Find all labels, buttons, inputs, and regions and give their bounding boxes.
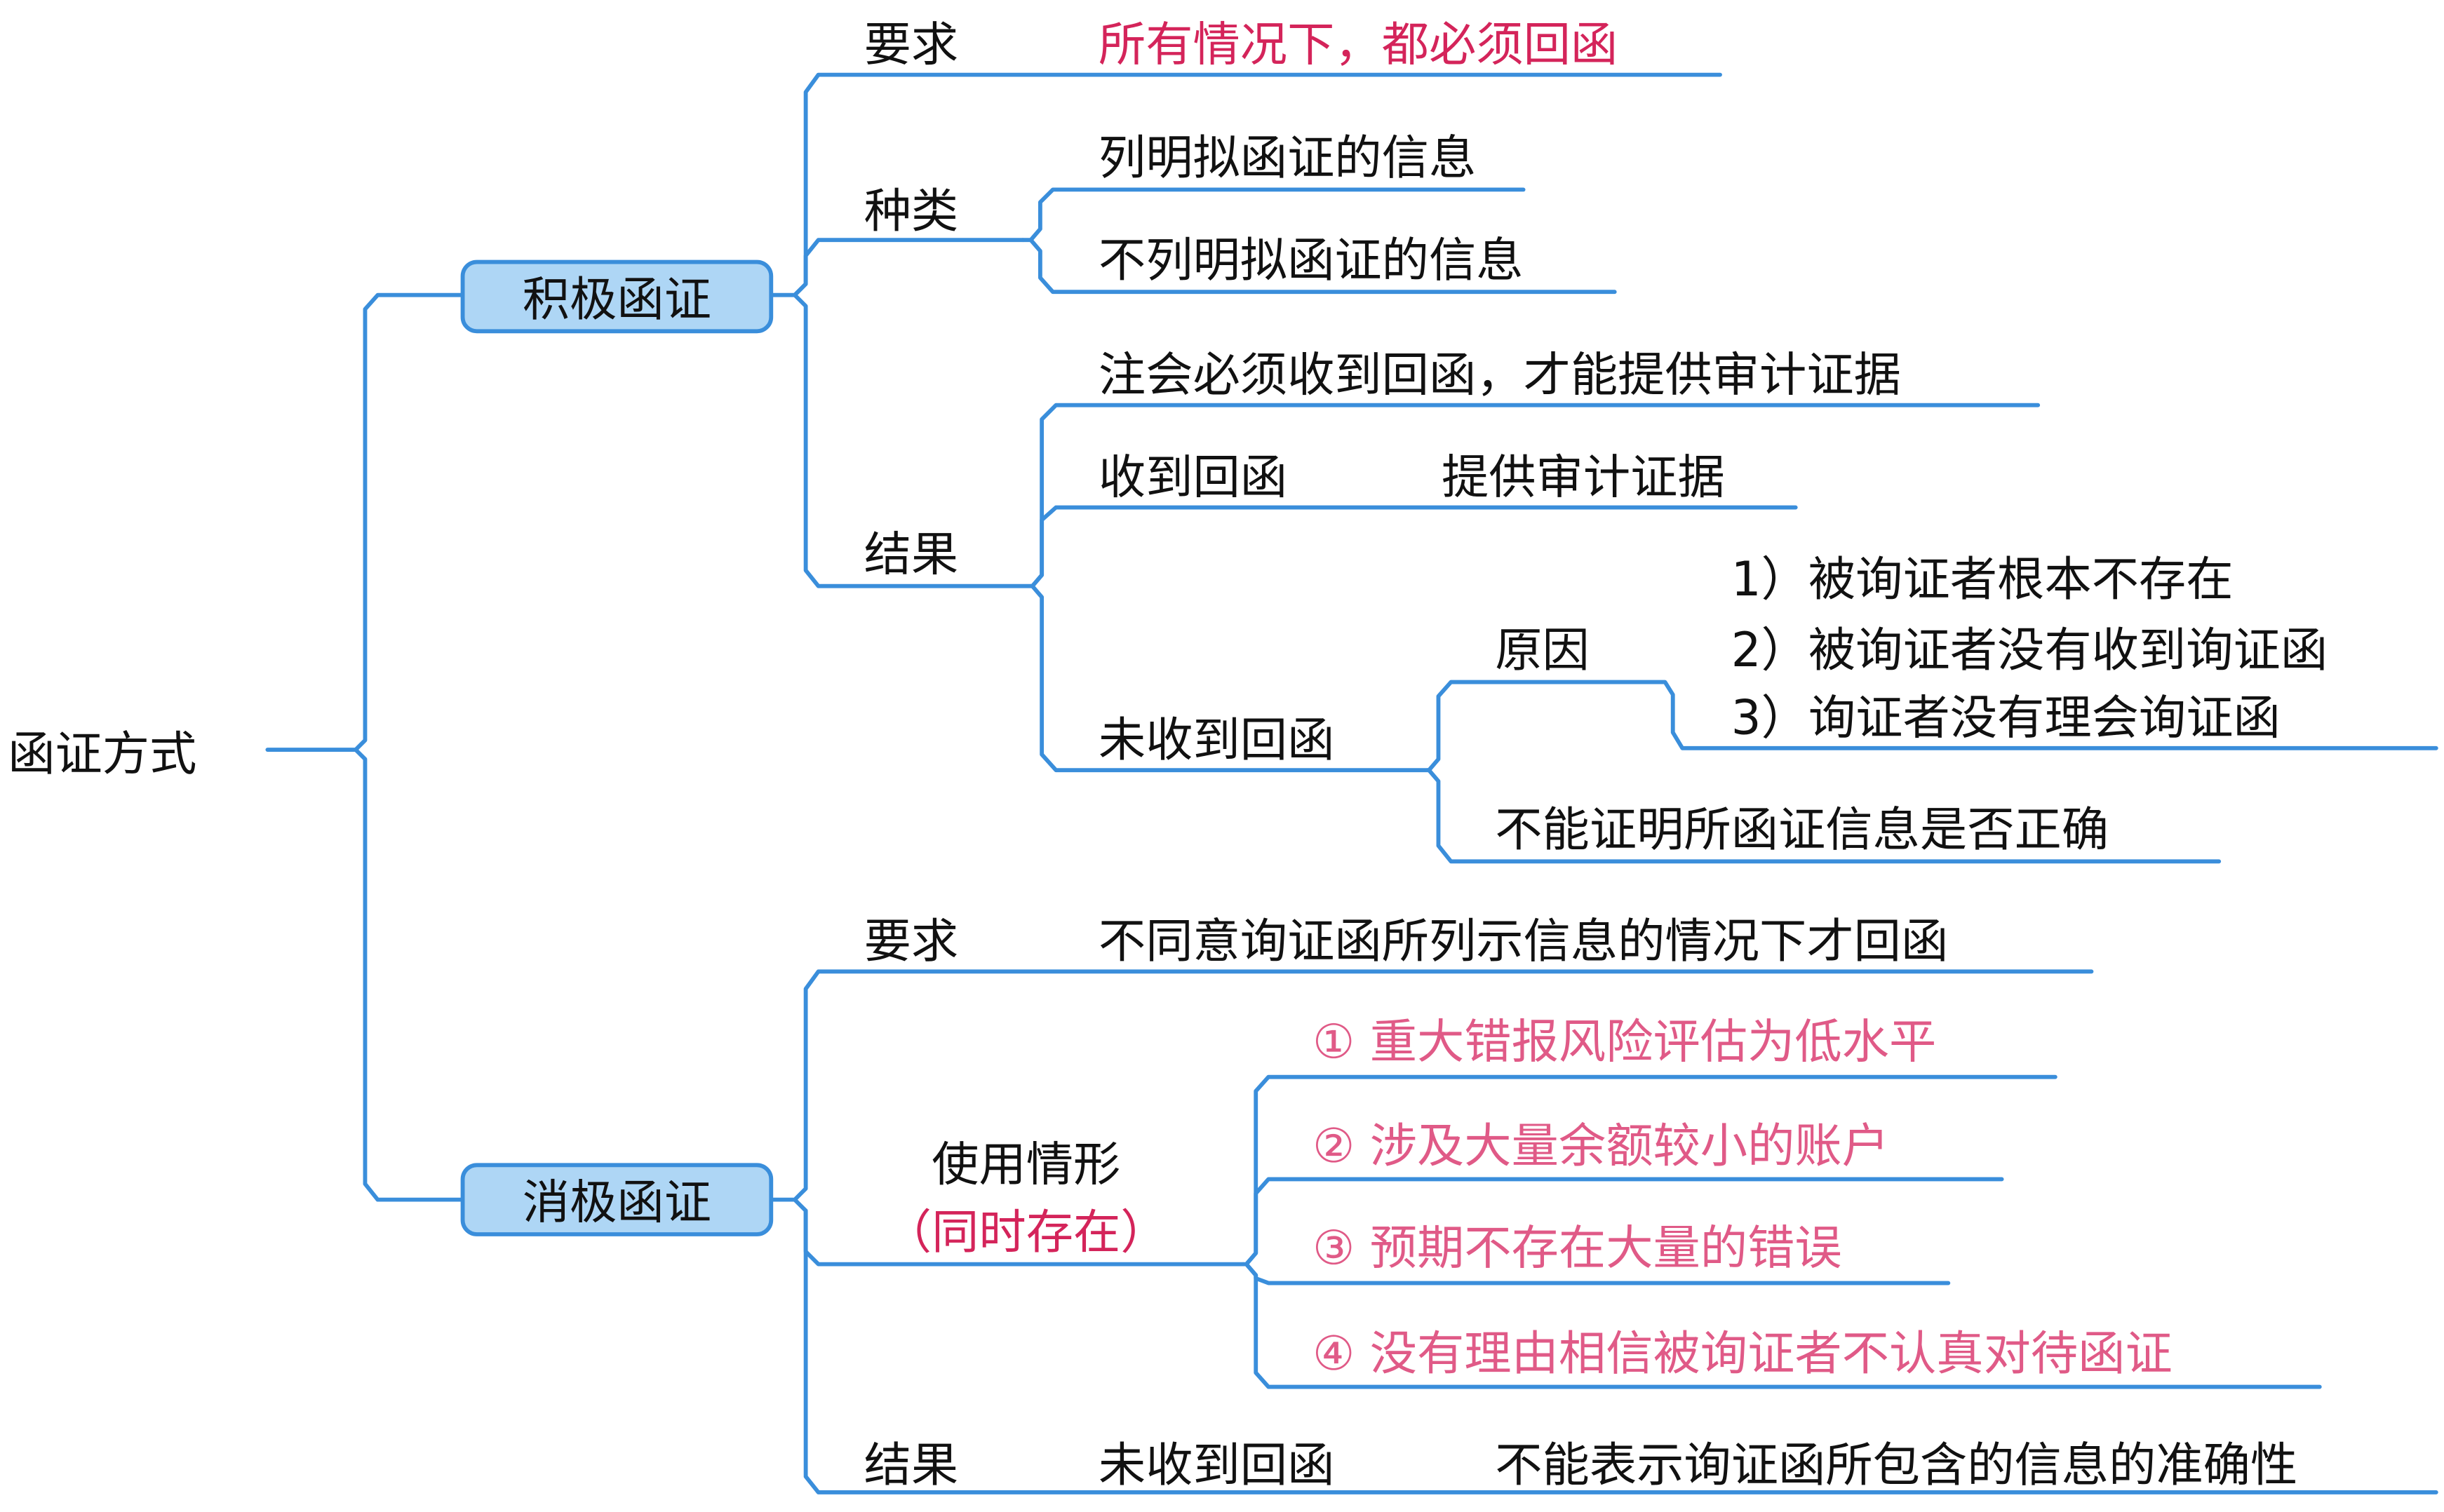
positive-result-note: 注会必须收到回函，才能提供审计证据 [1099,348,1901,403]
root-topic: 函证方式 [8,727,196,781]
negative-requirement-value: 不同意询证函所列示信息的情况下才回函 [1099,914,1948,968]
negative-result-connector [803,1208,2438,1494]
usage-connector-2 [1244,1177,2004,1267]
reason-1: 1）被询证者根本不存在 [1731,552,2234,607]
positive-types-connector [793,238,1026,297]
positive-type-2: 不列明拟函证的信息 [1099,233,1524,288]
not-received-label: 未收到回函 [1099,713,1335,767]
positive-connector [769,72,1722,297]
root-connector-lower [354,748,468,1202]
usage-connector-4 [1244,1262,2322,1389]
usage-label: 使用情形 [932,1138,1120,1192]
usage-item-2: ② 涉及大量余额较小的账户 [1312,1119,1889,1173]
types-connector-2 [1028,238,1617,295]
negative-result-label: 结果 [864,1438,959,1492]
received-value: 提供审计证据 [1442,450,1725,504]
positive-requirement-value: 所有情况下，都必须回函 [1099,17,1618,72]
usage-sublabel: （同时存在） [885,1205,1168,1260]
connectors [265,72,2438,1494]
negative-node[interactable]: 消极函证 [460,1163,774,1236]
reasons-label: 原因 [1495,623,1590,677]
usage-item-3: ③ 预期不存在大量的错误 [1312,1221,1842,1276]
negative-label: 消极函证 [523,1175,711,1230]
positive-type-1: 列明拟函证的信息 [1099,130,1476,185]
root-connector [265,292,468,752]
negative-connector [769,969,2094,1202]
not-received-connector-2 [1427,768,2222,864]
positive-result-connector [793,292,1033,588]
positive-result-label: 结果 [864,527,959,581]
positive-node[interactable]: 积极函证 [460,259,774,334]
usage-item-1: ① 重大错报风险评估为低水平 [1312,1015,1936,1069]
not-received-conclusion: 不能证明所函证信息是否正确 [1495,802,2109,857]
reason-2: 2）被询证者没有收到询证函 [1731,623,2328,677]
negative-result-condition: 未收到回函 [1099,1438,1335,1492]
reason-3: 3）询证者没有理会询证函 [1731,691,2281,745]
negative-requirement-label: 要求 [864,914,959,968]
result-connector-3 [1030,583,1430,773]
result-connector-2 [1030,505,1798,588]
positive-requirement-label: 要求 [864,17,959,72]
negative-result-value: 不能表示询证函所包含的信息的准确性 [1495,1438,2297,1492]
received-label: 收到回函 [1099,450,1287,504]
not-received-connector [1425,680,2438,773]
usage-item-4: ④ 没有理由相信被询证者不认真对待函证 [1312,1326,2173,1381]
positive-label: 积极函证 [523,272,711,327]
positive-types-label: 种类 [864,184,959,238]
